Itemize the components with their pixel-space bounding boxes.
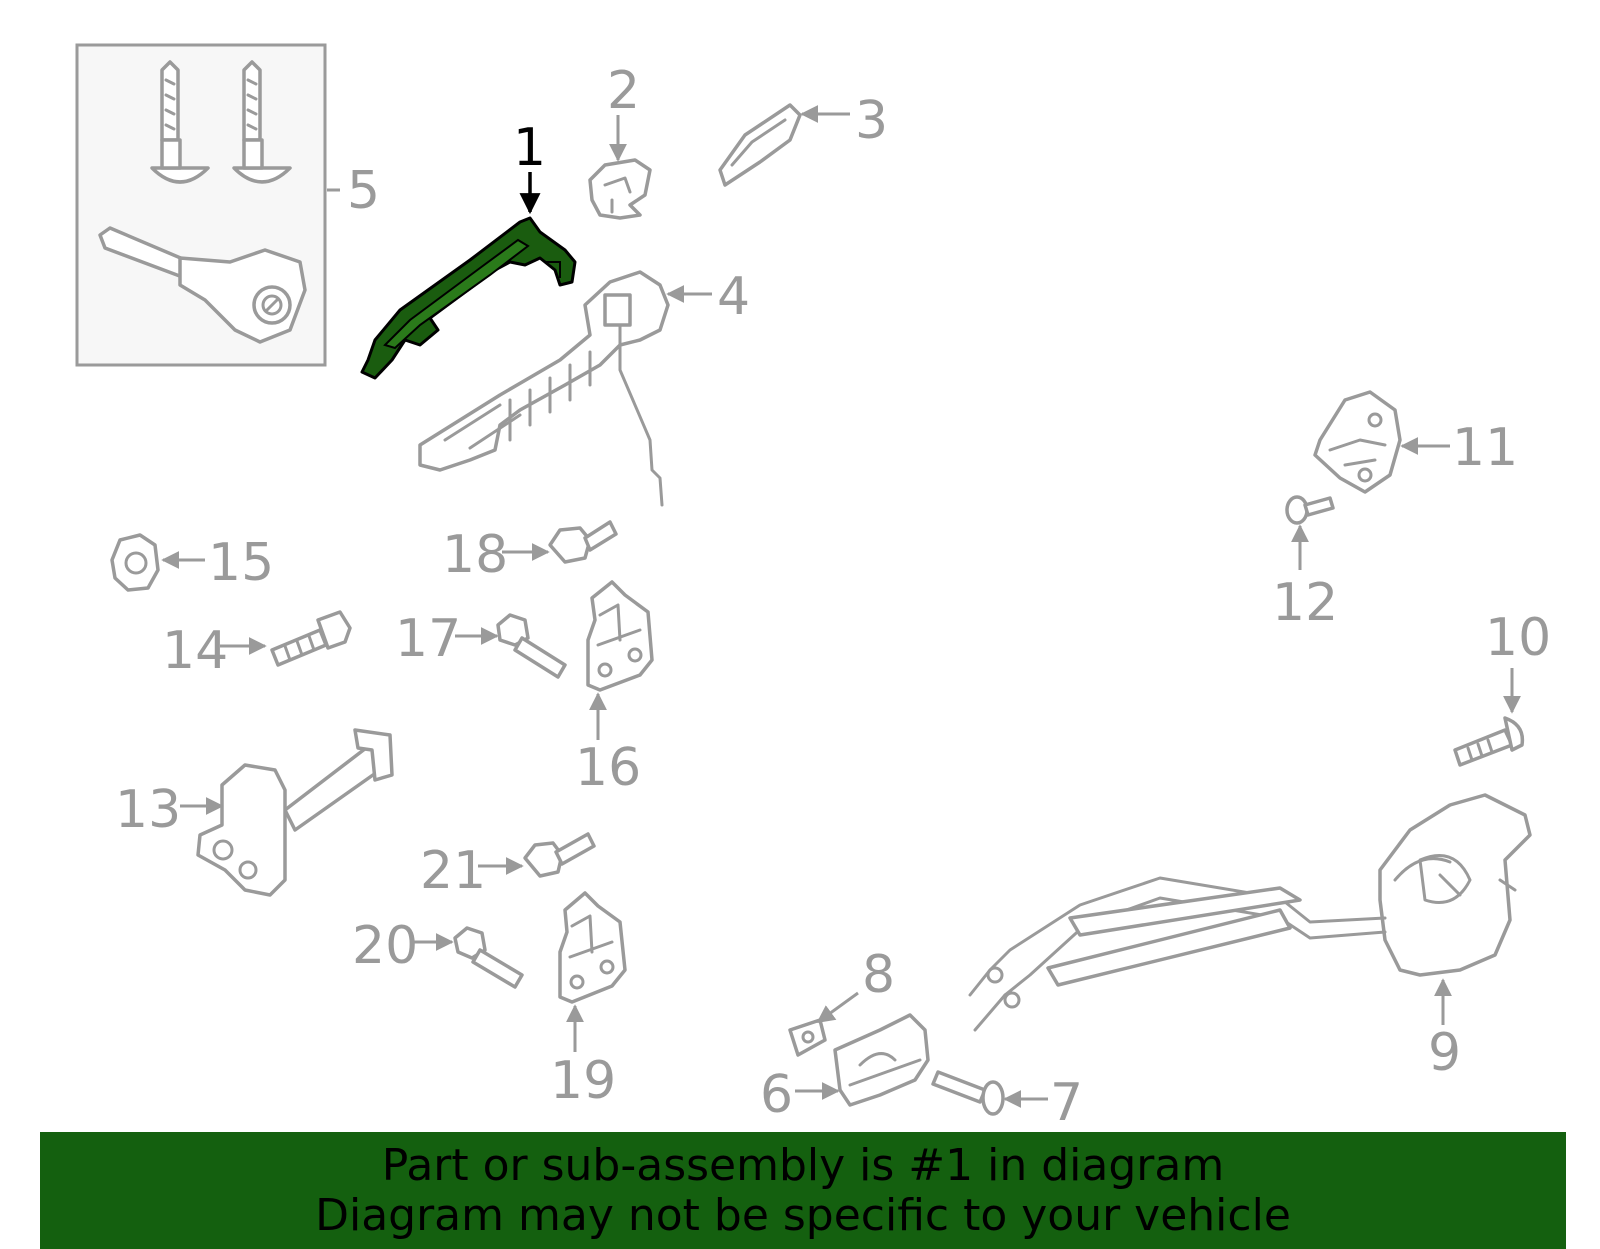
part-5-key-cylinder-set[interactable] xyxy=(75,43,327,367)
callout-18: 18 xyxy=(442,525,508,585)
callout-16: 16 xyxy=(575,738,641,798)
callout-3: 3 xyxy=(855,91,888,151)
callout-8: 8 xyxy=(862,945,895,1005)
callout-7: 7 xyxy=(1050,1073,1083,1133)
callout-13: 13 xyxy=(115,780,181,840)
part-15-nut[interactable] xyxy=(110,533,160,592)
part-1-door-handle[interactable] xyxy=(360,216,577,380)
part-11-striker[interactable] xyxy=(1313,390,1402,494)
callout-10: 10 xyxy=(1485,608,1551,668)
part-8-clip[interactable] xyxy=(788,1018,827,1057)
callout-4: 4 xyxy=(717,267,750,327)
callout-11: 11 xyxy=(1452,418,1518,478)
callout-1: 1 xyxy=(513,118,546,178)
leader-8 xyxy=(816,991,859,1024)
callout-19: 19 xyxy=(550,1051,616,1111)
part-18-bolt[interactable] xyxy=(548,520,618,564)
callout-20: 20 xyxy=(352,916,418,976)
banner-background xyxy=(40,1132,1566,1249)
part-20-bolt[interactable] xyxy=(453,926,524,989)
part-21-bolt[interactable] xyxy=(523,832,596,878)
part-10-screw[interactable] xyxy=(1453,716,1525,767)
part-4-handle-bracket[interactable] xyxy=(418,270,670,507)
callout-6: 6 xyxy=(760,1065,793,1125)
part-17-bolt[interactable] xyxy=(496,613,567,679)
callout-14: 14 xyxy=(162,621,228,681)
callout-2: 2 xyxy=(607,61,640,121)
part-13-door-check[interactable] xyxy=(196,728,394,897)
part-12-screw[interactable] xyxy=(1285,495,1335,525)
info-banner: Part or sub-assembly is #1 in diagram Di… xyxy=(40,1132,1566,1249)
part-6-bracket[interactable] xyxy=(833,1013,930,1107)
banner-line-disclaimer: Diagram may not be specific to your vehi… xyxy=(315,1189,1291,1241)
callout-9: 9 xyxy=(1428,1023,1461,1083)
banner-line-highlight-note: Part or sub-assembly is #1 in diagram xyxy=(381,1139,1225,1191)
part-2-handle-cap[interactable] xyxy=(588,158,652,220)
part-9-door-latch[interactable] xyxy=(968,793,1532,1032)
part-19-hinge[interactable] xyxy=(558,891,627,1004)
callout-15: 15 xyxy=(208,533,274,593)
part-16-hinge[interactable] xyxy=(586,580,654,692)
part-14-bolt[interactable] xyxy=(270,610,352,667)
callout-21: 21 xyxy=(420,841,486,901)
part-3-gasket[interactable] xyxy=(718,103,802,187)
part-7-screw[interactable] xyxy=(931,1070,1005,1116)
callout-12: 12 xyxy=(1272,573,1338,633)
callout-17: 17 xyxy=(395,609,461,669)
callout-5: 5 xyxy=(347,161,380,221)
